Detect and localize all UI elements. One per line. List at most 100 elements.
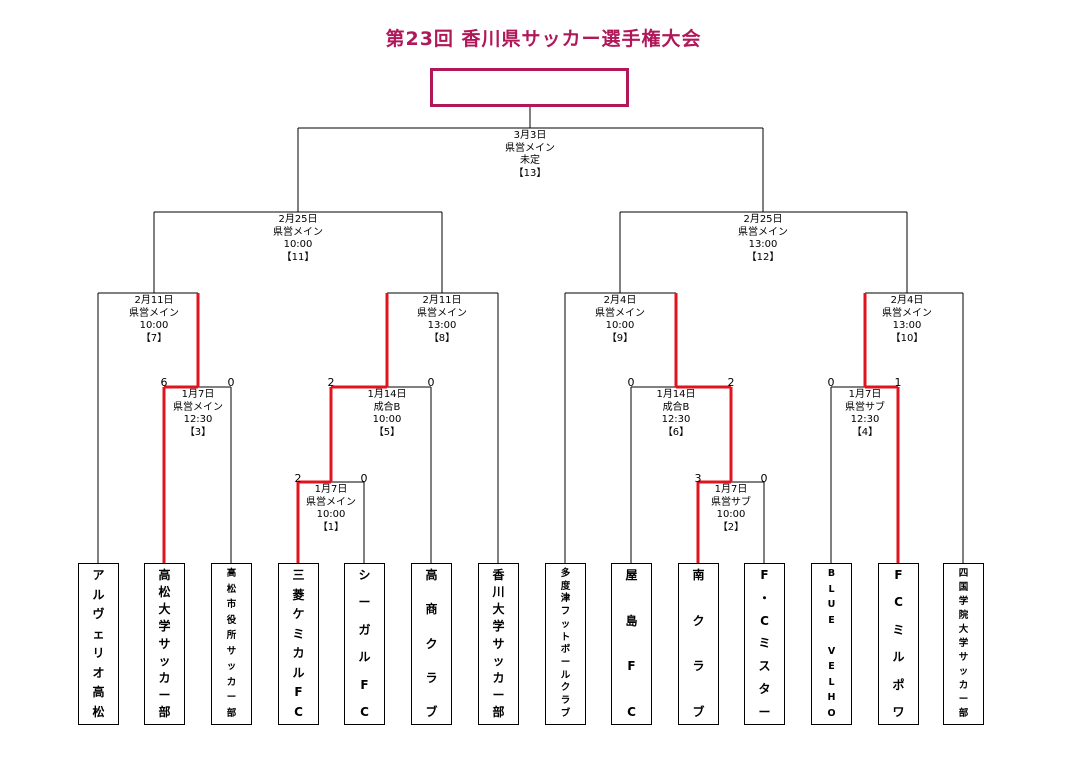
match-no: 【1】 [317, 521, 345, 533]
match-score-left: 0 [627, 376, 635, 389]
team-name-char: サ [958, 652, 969, 663]
team-name-char: ヴ [92, 607, 105, 622]
match-time: 13:00 [427, 320, 457, 331]
tournament-title: 第23回 香川県サッカー選手権大会 [385, 28, 702, 50]
team-name-char: ラ [425, 670, 438, 685]
team-name-char: サ [158, 636, 171, 651]
team-name-char: カ [958, 680, 969, 691]
team-name-char: ー [158, 687, 171, 702]
team-box: 高松大学サッカー部 [144, 563, 185, 725]
team-name-char: ラ [560, 695, 571, 707]
team-name-char: ガ [358, 622, 371, 637]
match-date: 1月7日 [714, 484, 748, 495]
match-venue: 県営メイン [306, 496, 356, 508]
team-name-char: ト [560, 631, 571, 643]
match-date: 2月11日 [422, 295, 462, 306]
match-time: 10:00 [316, 509, 346, 520]
match-time: 10:00 [716, 509, 746, 520]
match-time: 13:00 [892, 320, 922, 331]
team-name-char: L [828, 583, 835, 595]
team-name: 香川大学サッカー部 [479, 564, 518, 724]
match-date: 1月7日 [181, 389, 215, 400]
team-name-char: 商 [425, 602, 438, 617]
match-no: 【2】 [717, 521, 745, 533]
match-time: 12:30 [183, 414, 213, 425]
team-name-char: ワ [892, 704, 905, 719]
team-name-char: サ [492, 636, 505, 651]
team-name-char: ル [358, 650, 371, 665]
team-name-char: ッ [492, 653, 505, 668]
team-name-char: 高 [226, 568, 237, 579]
team-name-char: 高 [425, 568, 438, 582]
match-venue: 県営メイン [505, 142, 555, 154]
team-name-char: F [294, 685, 303, 700]
team-name-char: ッ [226, 661, 237, 673]
match-date: 2月4日 [603, 295, 637, 306]
champion-box [430, 68, 629, 107]
team-name-char: C [294, 704, 303, 719]
team-box: 高商クラブ [411, 563, 452, 725]
team-name-char [830, 631, 833, 641]
team-name-char: ル [560, 669, 571, 681]
team-name-char: 高 [158, 568, 171, 582]
team-name-char: 津 [560, 593, 571, 605]
match-time: 12:30 [850, 414, 880, 425]
match-score-right: 1 [894, 376, 902, 389]
match-time: 未定 [520, 155, 540, 166]
match-date: 2月25日 [743, 214, 783, 225]
match-score-right: 2 [727, 376, 735, 389]
team-name-char: リ [92, 646, 105, 661]
team-name-char: L [828, 676, 835, 688]
match-score-left: 2 [327, 376, 335, 389]
team-name-char: V [827, 645, 836, 657]
team-name-char: カ [226, 676, 237, 688]
match-no: 【12】 [746, 251, 780, 263]
team-name-char: 屋 [625, 568, 638, 582]
team-name-char: 川 [492, 585, 505, 600]
team-name-char: ク [692, 613, 705, 628]
team-name-char: 大 [958, 624, 969, 635]
team-name-char: サ [226, 645, 237, 657]
team-name-char: ッ [158, 653, 171, 668]
team-name-char: H [827, 692, 836, 704]
team-name-char: ボ [560, 644, 571, 656]
team-name-char: ッ [560, 618, 571, 630]
team-name-char: 役 [226, 614, 237, 626]
team-name-char: ル [292, 665, 305, 680]
match-score-right: 0 [227, 376, 235, 389]
team-name-char: ミ [758, 636, 771, 651]
match-venue: 成合B [373, 401, 401, 413]
match-time: 13:00 [748, 239, 778, 250]
team-box: 多度津フットボールクラブ [545, 563, 586, 725]
match-label: 3月3日県営メイン未定【13】 [485, 130, 575, 180]
team-name: 南クラブ [679, 564, 718, 724]
team-name-char: C [760, 613, 769, 628]
match-no: 【13】 [513, 167, 547, 179]
team-name-char: 菱 [292, 587, 305, 602]
team-name-char: ・ [758, 590, 771, 605]
match-venue: 県営メイン [738, 226, 788, 238]
match-date: 3月3日 [513, 130, 547, 141]
team-name-char: 学 [492, 619, 505, 634]
team-name-char: E [828, 661, 835, 673]
team-name-char: ラ [692, 659, 705, 674]
team-name: アルヴェリオ高松 [79, 564, 118, 724]
team-name-char: ス [758, 659, 771, 674]
team-name-char: 部 [958, 708, 969, 719]
match-score-left: 0 [827, 376, 835, 389]
team-name-char: ー [226, 692, 237, 704]
